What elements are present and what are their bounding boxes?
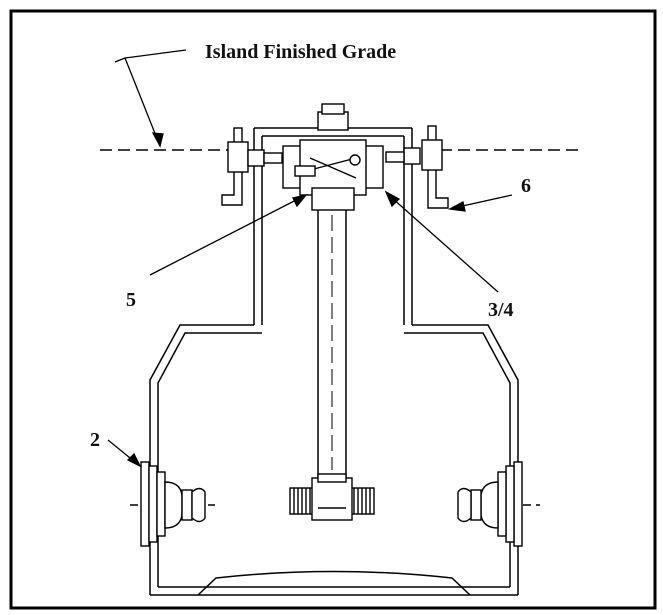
riser-pipe (317, 210, 347, 478)
top-fitting (282, 103, 384, 211)
left-flange (130, 461, 215, 547)
lower-housing (149, 324, 519, 596)
callout-5: 5 (126, 289, 136, 311)
drawing-border (9, 9, 657, 610)
callout-2: 2 (90, 429, 100, 451)
upper-neck (253, 127, 413, 325)
title-leader (114, 49, 187, 148)
diagram-title: Island Finished Grade (205, 41, 396, 63)
callout-3-4: 3/4 (488, 299, 514, 321)
right-bracket (385, 125, 449, 209)
callout-6: 6 (521, 175, 531, 197)
bottom-valve (289, 473, 375, 521)
right-flange (457, 461, 540, 547)
callout-leaders (107, 190, 513, 468)
left-bracket (221, 127, 283, 206)
